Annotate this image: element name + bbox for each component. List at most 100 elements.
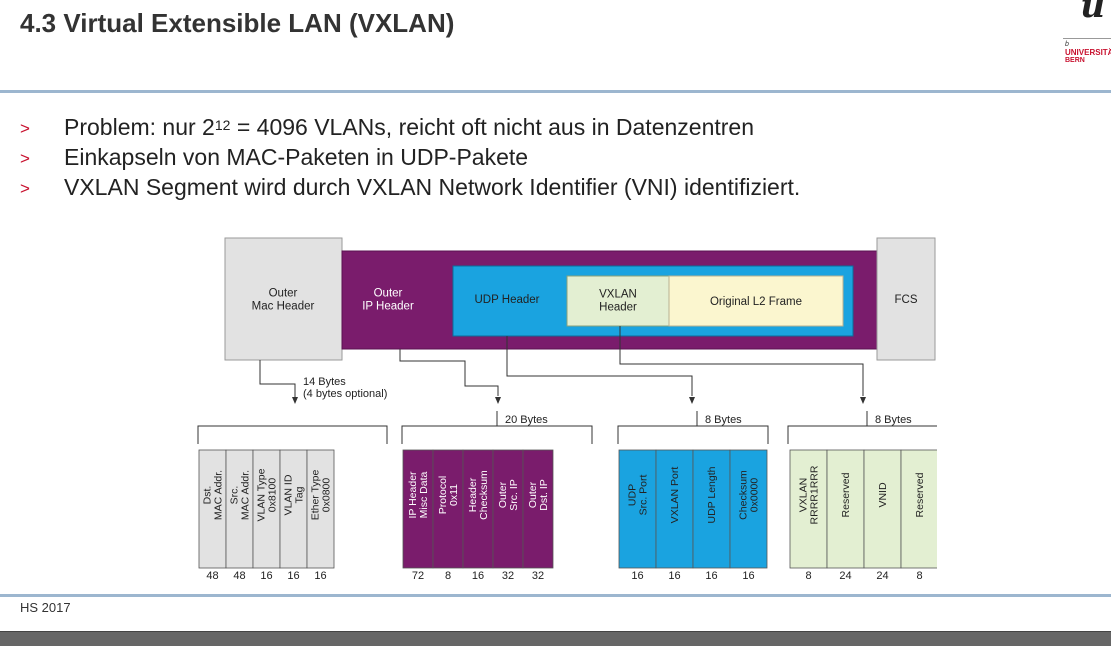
original-l2-frame-label: Original L2 Frame — [710, 296, 802, 308]
field-label: UDPSrc. Port — [627, 474, 650, 515]
field-cell — [863, 449, 902, 569]
field-bits: 16 — [631, 570, 643, 582]
bullet-text: = 4096 VLANs, reicht oft nicht aus in Da… — [230, 114, 754, 140]
field-cell — [692, 449, 731, 569]
group-size-label: 14 Bytes(4 bytes optional) — [303, 376, 387, 400]
logo-city: BERN — [1065, 57, 1085, 64]
field-bits: 16 — [472, 570, 484, 582]
field-label: Src.MAC Addr. — [229, 470, 252, 520]
university-logo: u b UNIVERSITÄT BERN — [1041, 0, 1111, 90]
bullet-exponent: 12 — [214, 117, 231, 133]
field-label: Reserved — [914, 472, 926, 517]
logo-superscript: b — [1065, 41, 1069, 48]
field-cell — [655, 449, 694, 569]
field-bits: 8 — [445, 570, 451, 582]
field-cell — [522, 449, 554, 569]
original-l2-frame-box — [668, 275, 844, 327]
field-bits: 24 — [876, 570, 888, 582]
field-bits: 16 — [287, 570, 299, 582]
bullet-text: Problem: nur 2 — [64, 114, 215, 140]
field-label: OuterSrc. IP — [497, 479, 520, 511]
field-label: Dst.MAC Addr. — [202, 470, 225, 520]
bullet-marker: > — [20, 119, 30, 138]
logo-divider — [1063, 38, 1111, 39]
field-cell — [432, 449, 464, 569]
field-bits: 48 — [233, 570, 245, 582]
field-bits: 16 — [742, 570, 754, 582]
slide-title: 4.3 Virtual Extensible LAN (VXLAN) — [20, 8, 455, 38]
connector-vxlan — [619, 326, 864, 396]
bullet-item: > VXLAN Segment wird durch VXLAN Network… — [20, 172, 800, 202]
field-label: Reserved — [840, 472, 852, 517]
field-bits: 16 — [314, 570, 326, 582]
field-cell — [729, 449, 768, 569]
arrow-head — [860, 397, 866, 404]
field-cell — [492, 449, 524, 569]
arrow-head — [292, 397, 298, 404]
connector-ip — [399, 349, 499, 396]
size-bracket — [617, 425, 769, 444]
group-size-label: 8 Bytes — [875, 414, 912, 426]
connector-udp — [506, 336, 693, 396]
field-label: IP HeaderMisc Data — [407, 471, 430, 519]
field-bits: 32 — [502, 570, 514, 582]
field-cell — [789, 449, 828, 569]
field-cell — [252, 449, 281, 569]
logo-university: UNIVERSITÄT — [1065, 48, 1111, 57]
arrow-head — [689, 397, 695, 404]
size-bracket — [401, 425, 593, 444]
bullet-text: VXLAN Segment wird durch VXLAN Network I… — [64, 174, 801, 200]
field-label: HeaderChecksum — [467, 470, 490, 520]
field-bits: 16 — [260, 570, 272, 582]
group-size-label: 8 Bytes — [705, 414, 742, 426]
field-bits: 16 — [668, 570, 680, 582]
field-label: OuterDst. IP — [527, 479, 550, 511]
bullet-item: > Einkapseln von MAC-Paketen in UDP-Pake… — [20, 142, 800, 172]
field-cell — [826, 449, 865, 569]
field-label: UDP Length — [706, 466, 718, 523]
field-bits: 8 — [805, 570, 811, 582]
udp-header-label: UDP Header — [475, 294, 540, 306]
connector-mac — [259, 360, 296, 399]
bullet-marker: > — [20, 179, 30, 198]
field-bits: 32 — [532, 570, 544, 582]
footer-rule — [0, 594, 1111, 597]
arrow-head — [495, 397, 501, 404]
field-label: VNID — [877, 482, 889, 508]
field-cell — [900, 449, 937, 569]
size-bracket — [197, 425, 388, 444]
field-label: VLAN Type0x8100 — [256, 468, 279, 521]
logo-glyph: u — [1080, 0, 1105, 26]
outer-mac-header-box — [224, 237, 343, 361]
field-cell — [618, 449, 657, 569]
fcs-label: FCS — [895, 294, 918, 306]
bullet-text: Einkapseln von MAC-Paketen in UDP-Pakete — [64, 144, 529, 170]
field-label: Ether Type0x0800 — [310, 470, 333, 521]
footer-text: HS 2017 — [20, 600, 71, 615]
bullet-marker: > — [20, 149, 30, 168]
field-bits: 24 — [839, 570, 851, 582]
field-cell — [279, 449, 308, 569]
field-label: Protocol0x11 — [437, 476, 460, 515]
field-bits: 16 — [705, 570, 717, 582]
field-label: VXLANRRRR1RRR — [798, 465, 821, 524]
field-cell — [306, 449, 335, 569]
field-label: VLAN IDTag — [283, 474, 306, 515]
fcs-box — [876, 237, 936, 361]
bullet-list: > Problem: nur 212 = 4096 VLANs, reicht … — [20, 112, 800, 202]
field-cell — [462, 449, 494, 569]
field-label: Checksum0x0000 — [738, 470, 761, 520]
bullet-item: > Problem: nur 212 = 4096 VLANs, reicht … — [20, 112, 800, 142]
field-bits: 48 — [206, 570, 218, 582]
bottom-bar — [0, 631, 1111, 646]
field-label: VXLAN Port — [669, 467, 681, 524]
field-bits: 72 — [412, 570, 424, 582]
header-rule — [0, 90, 1111, 93]
group-size-label: 20 Bytes — [505, 414, 548, 426]
field-cell — [198, 449, 227, 569]
field-bits: 8 — [916, 570, 922, 582]
size-bracket — [787, 425, 937, 444]
